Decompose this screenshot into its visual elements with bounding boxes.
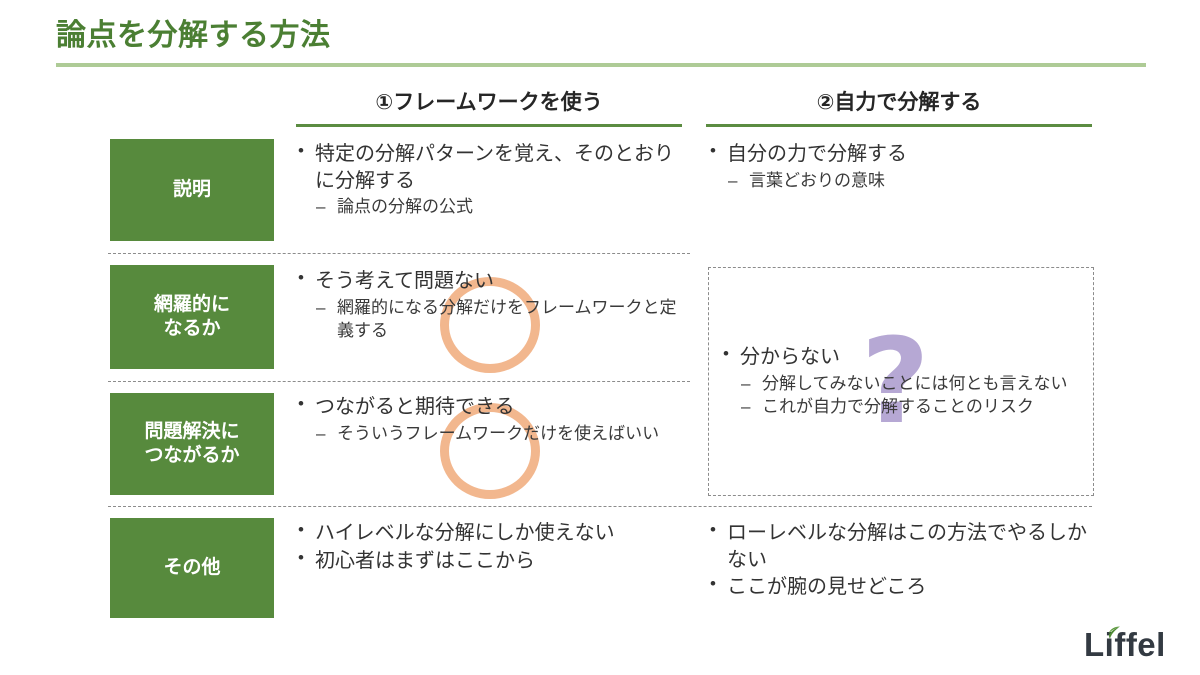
- title-underline-rule: [56, 63, 1146, 67]
- bullet-item: つながると期待できるそういうフレームワークだけを使えばいい: [296, 393, 688, 445]
- bullet-list: 分からない分解してみないことには何とも言えないこれが自力で分解することのリスク: [721, 343, 1083, 419]
- bullet-list: つながると期待できるそういうフレームワークだけを使えばいい: [296, 393, 688, 445]
- row-separator-2: [108, 381, 690, 382]
- bullet-item: 初心者はまずはここから: [296, 547, 688, 575]
- bullet-item: ローレベルな分解はこの方法でやるしかない: [708, 519, 1094, 573]
- row-label-other: その他: [110, 518, 274, 618]
- row-separator-3: [108, 506, 1092, 507]
- bullet-text: 初心者はまずはここから: [315, 549, 535, 572]
- sub-bullet-list: 論点の分解の公式: [315, 195, 688, 218]
- cell-row3-col1: つながると期待できるそういうフレームワークだけを使えばいい: [296, 393, 688, 446]
- sub-bullet-item: 言葉どおりの意味: [727, 169, 1094, 192]
- bullet-text: ハイレベルな分解にしか使えない: [315, 522, 615, 544]
- page-title: 論点を分解する方法: [56, 19, 331, 52]
- cell-row4-col2: ローレベルな分解はこの方法でやるしかないここが腕の見せどころ: [708, 519, 1094, 602]
- bullet-text: 特定の分解パターンを覚え、そのとおりに分解する: [315, 143, 674, 192]
- leaf-icon: [1108, 626, 1120, 639]
- bullet-item: 自分の力で分解する言葉どおりの意味: [708, 140, 1094, 192]
- bullet-item: そう考えて問題ない網羅的になる分解だけをフレームワークと定義する: [296, 267, 688, 342]
- bullet-list: ハイレベルな分解にしか使えない初心者はまずはここから: [296, 519, 688, 575]
- bullet-text: そう考えて問題ない: [315, 270, 494, 292]
- bullet-item: 特定の分解パターンを覚え、そのとおりに分解する論点の分解の公式: [296, 140, 688, 218]
- column-header-2-rule: [706, 124, 1092, 127]
- cell-row4-col1: ハイレベルな分解にしか使えない初心者はまずはここから: [296, 519, 688, 575]
- bullet-list: ローレベルな分解はこの方法でやるしかないここが腕の見せどころ: [708, 519, 1094, 601]
- sub-bullet-list: 分解してみないことには何とも言えないこれが自力で分解することのリスク: [740, 372, 1083, 418]
- bullet-item: ハイレベルな分解にしか使えない: [296, 519, 688, 547]
- cell-row1-col1: 特定の分解パターンを覚え、そのとおりに分解する論点の分解の公式: [296, 140, 688, 219]
- cell-row1-col2: 自分の力で分解する言葉どおりの意味: [708, 140, 1094, 193]
- bullet-text: 分からない: [740, 346, 840, 369]
- row-label-exhaustiveness: 網羅的に なるか: [110, 265, 274, 369]
- bullet-item: 分からない分解してみないことには何とも言えないこれが自力で分解することのリスク: [721, 343, 1083, 418]
- sub-bullet-list: 網羅的になる分解だけをフレームワークと定義する: [315, 296, 688, 342]
- row-label-explanation: 説明: [110, 139, 274, 241]
- sub-bullet-item: 分解してみないことには何とも言えない: [740, 372, 1083, 395]
- bullet-list: 特定の分解パターンを覚え、そのとおりに分解する論点の分解の公式: [296, 140, 688, 218]
- bullet-text: ローレベルな分解はこの方法でやるしかない: [727, 522, 1087, 571]
- row-separator-1: [108, 253, 690, 254]
- sub-bullet-list: そういうフレームワークだけを使えばいい: [315, 422, 688, 445]
- bullet-item: ここが腕の見せどころ: [708, 573, 1094, 601]
- bullet-list: 自分の力で分解する言葉どおりの意味: [708, 140, 1094, 192]
- column-header-1: ①フレームワークを使う: [375, 91, 603, 114]
- row-label-problem-solving: 問題解決に つながるか: [110, 393, 274, 495]
- brand-logo-text: Liffel: [1084, 626, 1166, 663]
- column-header-2: ②自力で分解する: [816, 91, 982, 114]
- sub-bullet-item: これが自力で分解することのリスク: [740, 395, 1083, 418]
- bullet-list: そう考えて問題ない網羅的になる分解だけをフレームワークと定義する: [296, 267, 688, 342]
- sub-bullet-item: 網羅的になる分解だけをフレームワークと定義する: [315, 296, 688, 342]
- bullet-text: 自分の力で分解する: [727, 143, 907, 165]
- sub-bullet-list: 言葉どおりの意味: [727, 169, 1094, 192]
- cell-merged-rows23-col2: 分からない分解してみないことには何とも言えないこれが自力で分解することのリスク: [708, 267, 1094, 496]
- sub-bullet-item: そういうフレームワークだけを使えばいい: [315, 422, 688, 445]
- sub-bullet-item: 論点の分解の公式: [315, 195, 688, 218]
- brand-logo: Liffel: [1084, 626, 1180, 670]
- column-header-1-rule: [296, 124, 682, 127]
- cell-row2-col1: そう考えて問題ない網羅的になる分解だけをフレームワークと定義する: [296, 267, 688, 343]
- bullet-text: ここが腕の見せどころ: [727, 576, 927, 599]
- bullet-text: つながると期待できる: [315, 396, 515, 418]
- title-block: 論点を分解する方法: [56, 18, 1146, 54]
